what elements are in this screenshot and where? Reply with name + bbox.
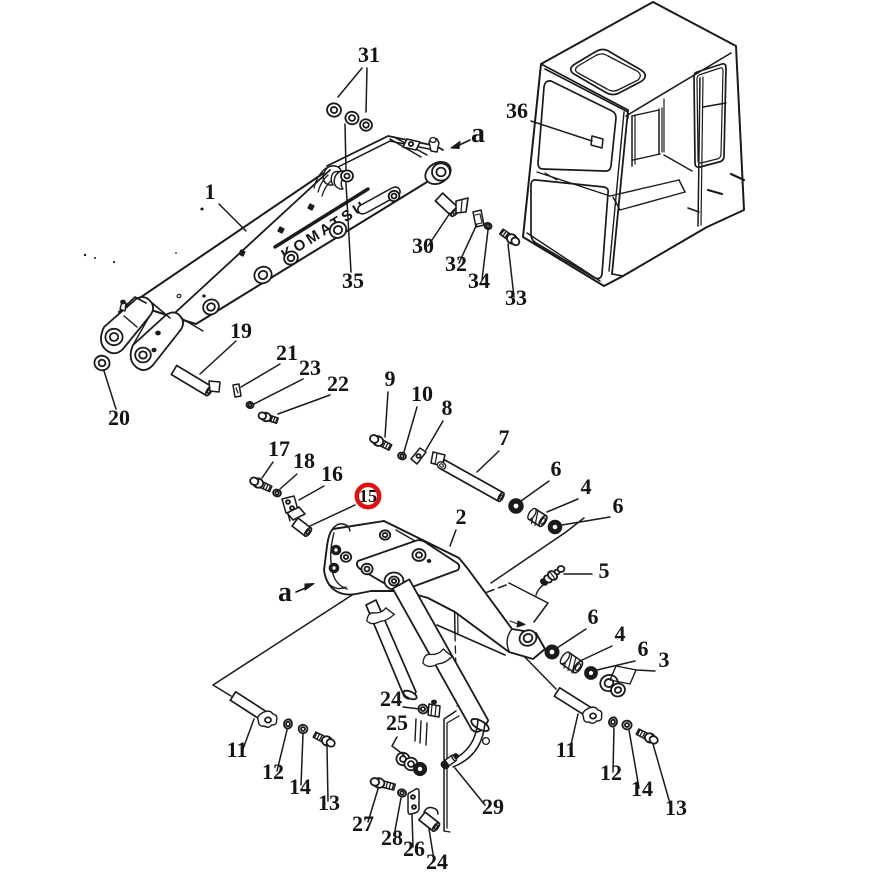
svg-text:26: 26: [403, 836, 425, 861]
svg-text:28: 28: [381, 825, 403, 850]
svg-text:24: 24: [380, 686, 402, 711]
svg-text:4: 4: [581, 474, 592, 499]
svg-text:31: 31: [358, 42, 380, 67]
svg-text:8: 8: [442, 395, 453, 420]
svg-text:20: 20: [108, 405, 130, 430]
svg-text:17: 17: [268, 436, 290, 461]
svg-text:21: 21: [276, 340, 298, 365]
svg-text:10: 10: [411, 381, 433, 406]
svg-text:34: 34: [468, 268, 490, 293]
svg-text:6: 6: [613, 493, 624, 518]
svg-text:22: 22: [327, 371, 349, 396]
svg-text:19: 19: [230, 318, 252, 343]
svg-text:27: 27: [352, 811, 374, 836]
svg-text:23: 23: [299, 355, 321, 380]
svg-text:13: 13: [665, 795, 687, 820]
svg-text:a: a: [471, 118, 485, 149]
svg-text:6: 6: [551, 456, 562, 481]
svg-text:15: 15: [359, 486, 377, 506]
svg-text:6: 6: [638, 636, 649, 661]
svg-text:7: 7: [499, 425, 510, 450]
svg-text:6: 6: [588, 604, 599, 629]
svg-text:14: 14: [631, 776, 653, 801]
svg-text:4: 4: [615, 621, 626, 646]
svg-text:12: 12: [262, 759, 284, 784]
svg-text:25: 25: [386, 710, 408, 735]
svg-text:16: 16: [321, 461, 343, 486]
svg-text:18: 18: [293, 448, 315, 473]
svg-text:9: 9: [385, 366, 396, 391]
svg-text:14: 14: [289, 774, 311, 799]
svg-text:33: 33: [505, 285, 527, 310]
svg-text:32: 32: [445, 251, 467, 276]
svg-text:1: 1: [205, 179, 216, 204]
svg-text:a: a: [278, 577, 292, 608]
svg-text:36: 36: [506, 98, 528, 123]
svg-text:11: 11: [556, 737, 577, 762]
svg-text:35: 35: [342, 268, 364, 293]
svg-text:5: 5: [599, 558, 610, 583]
svg-text:24: 24: [426, 849, 448, 874]
svg-text:3: 3: [659, 647, 670, 672]
svg-text:29: 29: [482, 794, 504, 819]
svg-text:2: 2: [456, 504, 467, 529]
svg-text:13: 13: [318, 790, 340, 815]
svg-text:30: 30: [412, 233, 434, 258]
svg-text:12: 12: [600, 760, 622, 785]
svg-text:11: 11: [227, 737, 248, 762]
